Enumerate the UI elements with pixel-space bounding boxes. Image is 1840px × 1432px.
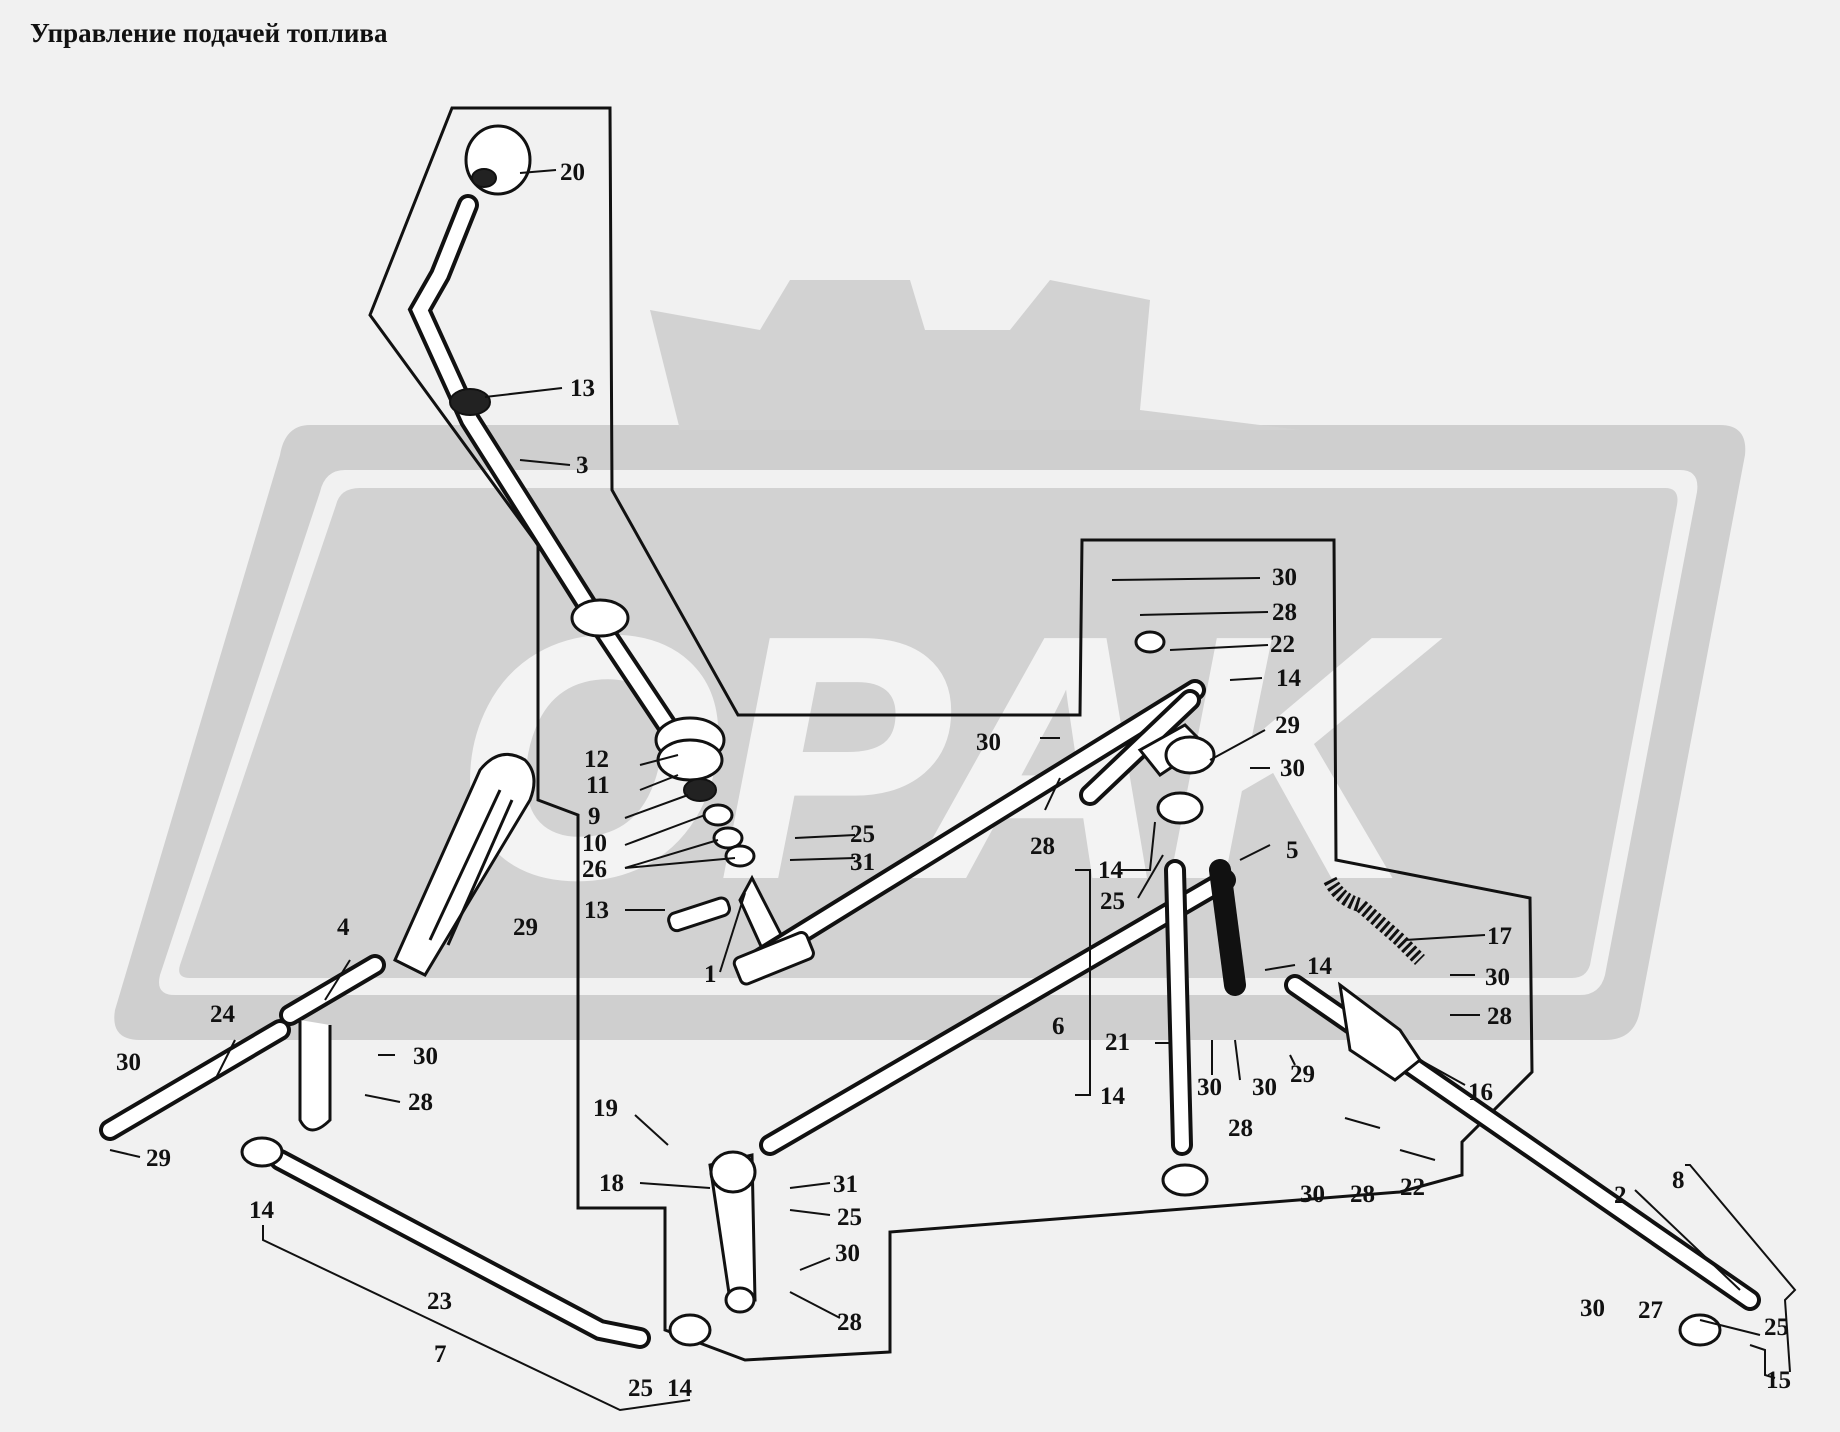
callout-13: 13: [584, 897, 609, 924]
callout-30: 30: [1197, 1074, 1222, 1101]
callout-30: 30: [413, 1043, 438, 1070]
callout-13: 13: [570, 375, 595, 402]
callout-30: 30: [1300, 1181, 1325, 1208]
callout-30: 30: [1485, 964, 1510, 991]
callout-31: 31: [850, 849, 875, 876]
callout-30: 30: [1252, 1074, 1277, 1101]
callout-14: 14: [1098, 857, 1124, 884]
hand-lever-3: [407, 194, 756, 868]
callout-30: 30: [1280, 755, 1305, 782]
callout-14: 14: [249, 1197, 275, 1224]
callout-14: 14: [1307, 953, 1333, 980]
callout-22: 22: [1270, 631, 1295, 658]
spring-17: [1323, 876, 1425, 965]
callout-8: 8: [1672, 1167, 1685, 1194]
lever-1: [667, 679, 1206, 986]
callout-5: 5: [1286, 837, 1299, 864]
callout-16: 16: [1468, 1079, 1493, 1106]
rod-2: [1284, 974, 1761, 1347]
callout-31: 31: [833, 1171, 858, 1198]
callout-6: 6: [1052, 1013, 1065, 1040]
callout-7: 7: [434, 1341, 447, 1368]
callout-28: 28: [1272, 599, 1297, 626]
callout-28: 28: [408, 1089, 433, 1116]
callout-25: 25: [850, 821, 875, 848]
callout-29: 29: [1275, 712, 1300, 739]
callout-10: 10: [582, 830, 607, 857]
link-22: [1079, 630, 1216, 806]
callout-9: 9: [588, 803, 601, 830]
callout-1: 1: [704, 961, 717, 988]
callout-25: 25: [1100, 888, 1125, 915]
callout-25: 25: [837, 1204, 862, 1231]
callout-29: 29: [146, 1145, 171, 1172]
callout-4: 4: [337, 914, 350, 941]
callout-11: 11: [586, 772, 610, 799]
callout-21: 21: [1105, 1029, 1130, 1056]
callout-30: 30: [1272, 564, 1297, 591]
callout-30: 30: [835, 1240, 860, 1267]
watermark: OPAK: [114, 280, 1746, 1040]
callout-30: 30: [116, 1049, 141, 1076]
leader-lines: [109, 169, 1797, 1412]
callout-28: 28: [1228, 1115, 1253, 1142]
knob-20: [464, 124, 532, 196]
rod-5: [759, 859, 1246, 1156]
callout-26: 26: [582, 856, 607, 883]
callout-30: 30: [1580, 1295, 1605, 1322]
callout-28: 28: [1030, 833, 1055, 860]
callout-12: 12: [584, 746, 609, 773]
callout-25: 25: [628, 1375, 653, 1402]
callout-labels: 20 13 3 30 28 22 14 30 29 30 28 12 11 9 …: [116, 159, 1791, 1402]
page-title: Управление подачей топлива: [30, 18, 388, 48]
accelerator-pedal-4: [279, 752, 536, 1132]
callout-3: 3: [576, 452, 589, 479]
callout-23: 23: [427, 1288, 452, 1315]
callout-22: 22: [1400, 1174, 1425, 1201]
callout-20: 20: [560, 159, 585, 186]
callout-15: 15: [1766, 1367, 1791, 1394]
callout-27: 27: [1638, 1297, 1663, 1324]
callout-25: 25: [1764, 1314, 1789, 1341]
callout-28: 28: [1350, 1181, 1375, 1208]
callout-14: 14: [667, 1375, 693, 1402]
callout-29: 29: [513, 914, 538, 941]
callout-19: 19: [593, 1095, 618, 1122]
rod-21: [1156, 791, 1209, 1197]
rod-23: [240, 1136, 712, 1349]
callout-28: 28: [1487, 1003, 1512, 1030]
callout-14: 14: [1100, 1083, 1126, 1110]
lever-18: [708, 1150, 757, 1314]
callout-24: 24: [210, 1001, 236, 1028]
rod-24: [99, 1019, 291, 1141]
callout-29: 29: [1290, 1061, 1315, 1088]
callout-30: 30: [976, 729, 1001, 756]
assembly-boundary: [368, 106, 1534, 1362]
callout-14: 14: [1276, 665, 1302, 692]
callout-18: 18: [599, 1170, 624, 1197]
callout-2: 2: [1614, 1182, 1627, 1209]
callout-17: 17: [1487, 923, 1512, 950]
callout-28: 28: [837, 1309, 862, 1336]
